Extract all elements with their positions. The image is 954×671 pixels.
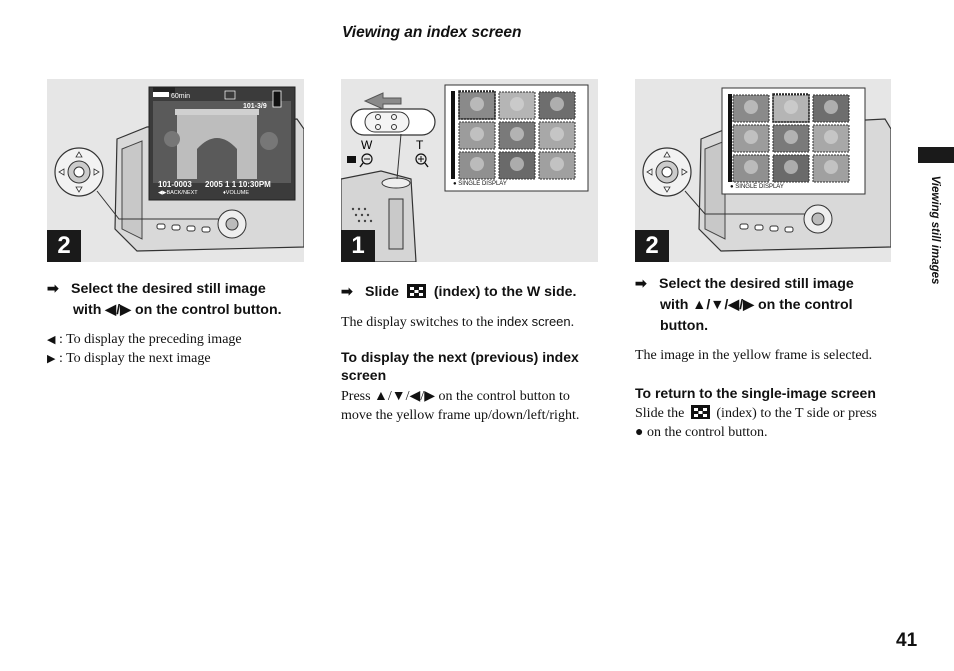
- thumbnail-subject: [510, 127, 524, 141]
- bullet-item: ◀ : To display the preceding image: [47, 332, 242, 347]
- zoom-w-label: W: [361, 138, 373, 152]
- thumbnail-subject: [824, 160, 838, 174]
- left-triangle-icon: ◀: [47, 333, 56, 346]
- side-tab-marker: [918, 147, 954, 163]
- page-number: 41: [896, 630, 918, 651]
- lcd-screen: 60min 101-3/9 101-0003 2005 1 1 10:30PM …: [148, 86, 296, 201]
- section-title: Viewing an index screen: [342, 24, 522, 41]
- bullet-item: ▶ : To display the next image: [47, 351, 211, 366]
- zoom-in-icon: [415, 153, 429, 168]
- figure-zoom-lever: W T ● SINGLE DISPLAY 1: [341, 79, 598, 262]
- thumbnail-subject: [550, 127, 564, 141]
- thumbnail-subject: [510, 97, 524, 111]
- thumbnail-subject: [824, 130, 838, 144]
- bullet-list-col1: ◀ : To display the preceding image ▶ : T…: [47, 330, 317, 368]
- thumbnail-subject: [470, 127, 484, 141]
- thumbnail-subject: [784, 130, 798, 144]
- lcd-back-next: ◀▶BACK/NEXT: [158, 190, 198, 196]
- desc-col2: The display switches to the index screen…: [341, 314, 575, 330]
- instruction-line2: with ◀/▶ on the control button.: [73, 302, 282, 318]
- lcd-battery: 60min: [171, 93, 190, 100]
- step-number: 2: [47, 230, 81, 262]
- step-number: 1: [341, 230, 375, 262]
- lcd-volume: ♦VOLUME: [223, 190, 249, 196]
- control-button-magnified: [54, 147, 104, 197]
- thumbnail-subject: [824, 100, 838, 114]
- lcd-file-number: 101-0003: [158, 180, 192, 189]
- zoom-lever-illustration: W T ● SINGLE DISPLAY: [341, 84, 589, 262]
- figure-camera-index: ● SINGLE DISPLAY 2: [635, 79, 891, 262]
- zoom-t-label: T: [416, 138, 424, 152]
- thumbnail-subject: [784, 160, 798, 174]
- index-screen: ● SINGLE DISPLAY: [721, 87, 866, 195]
- instruction-col3: ➡Select the desired still image with ▲/▼…: [635, 276, 854, 334]
- right-triangle-icon: ▶: [47, 352, 56, 365]
- camera-index-illustration: ● SINGLE DISPLAY: [642, 87, 891, 252]
- thumbnail-subject: [550, 97, 564, 111]
- control-button-magnified: [642, 147, 692, 197]
- instruction-col1: ➡ Select the desired still image with ◀/▶…: [47, 279, 317, 321]
- thumbnail-subject: [550, 157, 564, 171]
- instruction-prefix: Slide: [365, 284, 399, 300]
- desc-col3: The image in the yellow frame is selecte…: [635, 348, 873, 363]
- instruction-line1: Select the desired still image: [71, 281, 266, 297]
- thumbnail-subject: [470, 157, 484, 171]
- zoom-out-icon: [347, 153, 373, 168]
- side-tab-label: Viewing still images: [929, 175, 941, 285]
- index-icon: [406, 284, 426, 298]
- camera-lcd-illustration: 60min 101-3/9 101-0003 2005 1 1 10:30PM …: [54, 86, 304, 252]
- step-number: 2: [635, 230, 669, 262]
- body-col3: Slide the (index) to the T side or press…: [635, 405, 877, 440]
- lcd-datetime: 2005 1 1 10:30PM: [205, 180, 271, 189]
- instruction-suffix: (index) to the W side.: [433, 284, 577, 300]
- arrow-right-icon: ➡: [635, 276, 647, 292]
- instruction-col2: ➡ Slide (index) to the W side.: [341, 282, 611, 303]
- index-screen-term: index screen: [496, 314, 571, 329]
- figure-camera-lcd: 60min 101-3/9 101-0003 2005 1 1 10:30PM …: [47, 79, 304, 262]
- thumbnail-subject: [744, 160, 758, 174]
- thumbnail-subject: [470, 97, 484, 111]
- subhead-col3: To return to the single-image screen: [635, 385, 876, 401]
- index-thumbnail: [498, 91, 536, 120]
- arrow-right-icon: ➡: [341, 284, 353, 300]
- index-screen: ● SINGLE DISPLAY: [444, 84, 589, 192]
- thumbnail-subject: [744, 100, 758, 114]
- subhead-col2: To display the next (previous) index scr…: [341, 349, 579, 383]
- thumbnail-subject: [510, 157, 524, 171]
- zoom-lever: [350, 92, 436, 136]
- single-display-label: ● SINGLE DISPLAY: [453, 181, 507, 187]
- body-col2: Press ▲/▼/◀/▶ on the control button to m…: [341, 389, 580, 423]
- index-icon: [690, 405, 710, 419]
- thumbnail-subject: [784, 100, 798, 114]
- thumbnail-subject: [744, 130, 758, 144]
- lcd-folder-counter: 101-3/9: [243, 103, 267, 110]
- arrow-right-icon: ➡: [47, 281, 59, 297]
- single-display-label: ● SINGLE DISPLAY: [730, 184, 784, 190]
